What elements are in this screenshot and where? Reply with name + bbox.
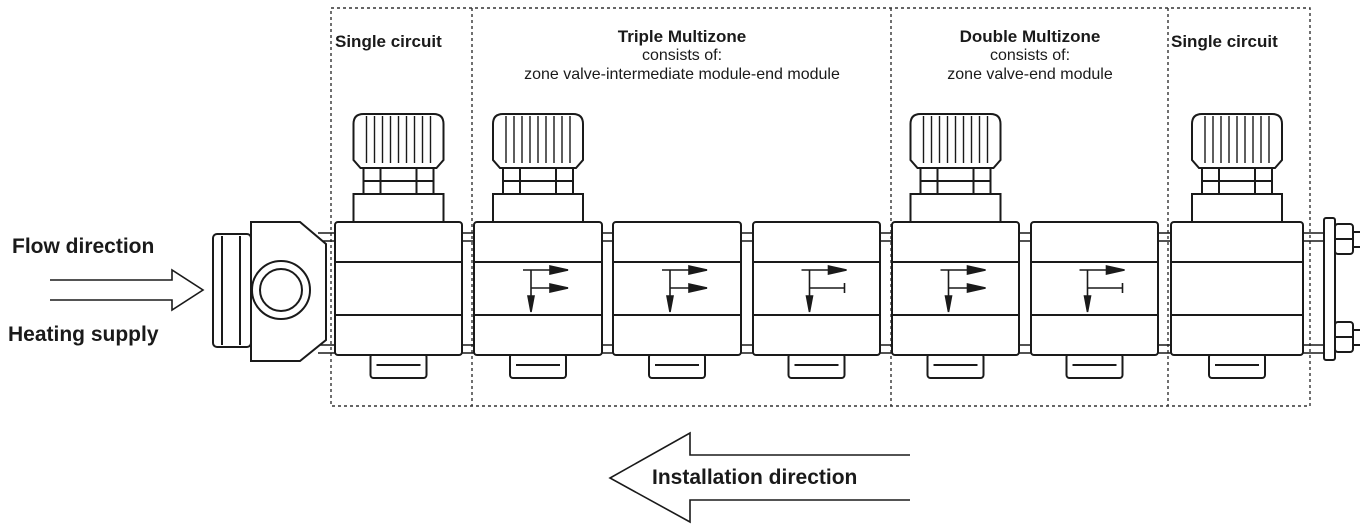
flow-symbol — [940, 265, 986, 313]
flow-symbol — [662, 265, 708, 313]
modules — [334, 113, 1304, 379]
zone-label-single-circuit-right: Single circuit — [1171, 32, 1278, 51]
zone-title: Double Multizone — [959, 27, 1101, 46]
end-cap — [1323, 217, 1360, 361]
zone-subtitle: consists of: — [641, 47, 723, 64]
zone-subtitle: consists of: — [989, 47, 1071, 64]
zone-label-triple-multizone: Triple Multizone consists of: zone valve… — [474, 28, 890, 83]
zone-description: zone valve-end module — [947, 66, 1113, 83]
installation-arrow — [608, 431, 910, 524]
module-2 — [473, 113, 603, 379]
flow-symbol — [523, 265, 569, 313]
module-7 — [1170, 113, 1304, 379]
flow-arrow — [50, 268, 205, 312]
zone-label-single-circuit-left: Single circuit — [335, 32, 442, 51]
zone-description: zone valve-intermediate module-end modul… — [524, 66, 840, 83]
module-6 — [1030, 221, 1159, 379]
installation-direction-label: Installation direction — [652, 466, 858, 489]
zone-label-double-multizone: Double Multizone consists of: zone valve… — [893, 28, 1167, 83]
flow-symbol — [801, 265, 847, 313]
heating-supply-label: Heating supply — [8, 323, 159, 346]
module-1 — [334, 113, 463, 379]
module-4 — [752, 221, 881, 379]
flow-direction-label: Flow direction — [12, 235, 155, 258]
zone-title: Triple Multizone — [617, 27, 747, 46]
flow-symbol — [1079, 265, 1125, 313]
module-5 — [891, 113, 1020, 379]
inlet-connector — [212, 221, 327, 362]
module-3 — [612, 221, 742, 379]
